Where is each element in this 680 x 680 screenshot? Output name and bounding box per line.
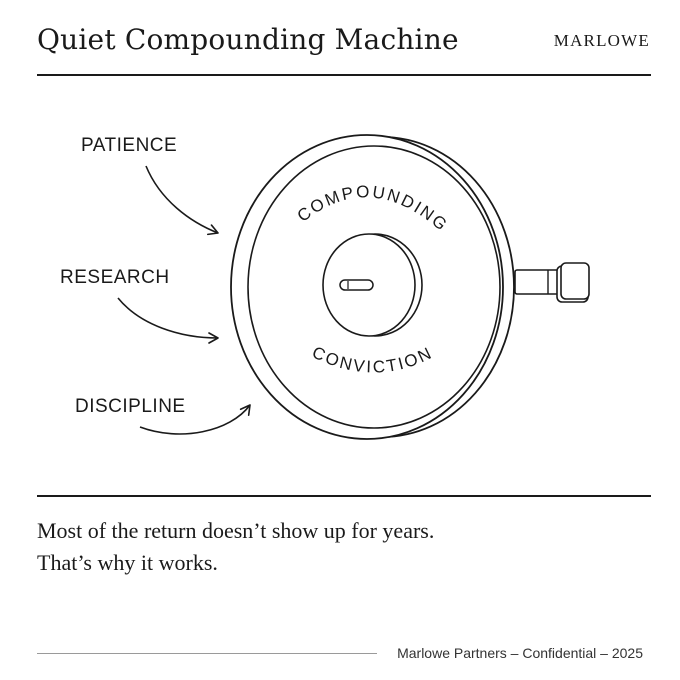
section-divider (37, 495, 651, 497)
page-title: Quiet Compounding Machine (37, 23, 459, 56)
arrow-patience (145, 165, 219, 236)
brand-logo: MARLOWE (553, 31, 650, 50)
tagline: Most of the return doesn’t show up for y… (37, 515, 434, 579)
header-divider (37, 74, 651, 76)
arrow-research (117, 297, 219, 344)
label-patience: PATIENCE (81, 135, 177, 156)
tagline-line-2: That’s why it works. (37, 550, 218, 575)
arrow-discipline (139, 404, 251, 435)
crank-stem (514, 269, 564, 295)
tagline-line-1: Most of the return doesn’t show up for y… (37, 518, 435, 543)
label-discipline: DISCIPLINE (75, 396, 186, 417)
footer-text: Marlowe Partners – Confidential – 2025 (397, 645, 643, 661)
label-research: RESEARCH (60, 267, 170, 288)
wheel-inner-ring (247, 145, 501, 429)
compounding-diagram: PATIENCE RESEARCH DISCIPLINE COMPOUNDING… (60, 134, 590, 440)
hub-slot (339, 279, 374, 291)
footer-divider (37, 653, 377, 654)
